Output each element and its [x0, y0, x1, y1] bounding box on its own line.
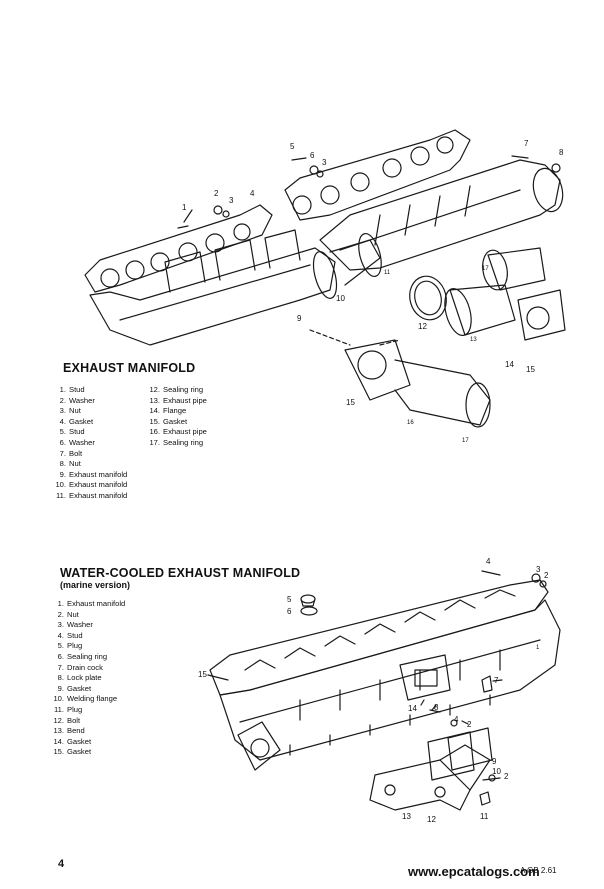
front-manifold-pipe	[89, 247, 336, 346]
callout-b8: 8	[434, 703, 439, 712]
list-item: 1.Exhaust manifold	[57, 599, 126, 608]
callout-6: 6	[310, 151, 315, 160]
callout-9: 9	[297, 314, 302, 323]
list-item: 10.Exhaust manifold	[55, 480, 128, 490]
manifold-body	[219, 599, 561, 761]
parts-list-exhaust-right: 12.Sealing ring 13.Exhaust pipe 14.Flang…	[146, 385, 207, 449]
callout-7: 7	[524, 139, 529, 148]
list-item: 11.Plug	[54, 704, 83, 714]
list-item: 5.Stud	[59, 427, 85, 437]
list-item: 1.Stud	[59, 385, 85, 394]
callout-b9: 9	[492, 757, 497, 766]
callout-b11: 11	[480, 812, 489, 821]
callout-17: 17	[482, 266, 489, 272]
bend-13	[369, 759, 471, 811]
callout-13: 13	[470, 337, 477, 343]
list-item: 7.Bolt	[59, 448, 83, 458]
section-subtitle-marine: (marine version)	[60, 580, 131, 590]
callout-b4: 4	[486, 557, 491, 566]
callout-b14: 14	[408, 704, 417, 713]
callout-14: 14	[505, 360, 514, 369]
exhaust-manifold-diagram	[84, 129, 566, 428]
callout-b6: 6	[287, 607, 292, 616]
list-item: 15.Gasket	[53, 747, 92, 757]
list-item: 9.Exhaust manifold	[59, 469, 128, 479]
list-item: 4.Stud	[57, 630, 83, 640]
sealing-ring-17	[487, 247, 546, 291]
callout-b12: 12	[427, 815, 436, 824]
callout-b5: 5	[287, 595, 292, 604]
plug-5	[300, 594, 316, 604]
callout-b2b: 2	[467, 720, 472, 729]
callout-5: 5	[290, 142, 295, 151]
list-item: 10.Welding flange	[53, 694, 118, 704]
list-item: 16.Exhaust pipe	[149, 427, 207, 437]
callout-11: 11	[384, 270, 391, 276]
callout-b4b: 4	[454, 715, 459, 724]
list-item: 12.Sealing ring	[149, 385, 204, 394]
callout-10: 10	[336, 294, 345, 303]
callout-16: 16	[407, 420, 414, 426]
front-manifold-flange	[84, 204, 273, 293]
callout-1: 1	[182, 203, 187, 212]
list-item: 17.Sealing ring	[149, 437, 204, 447]
callout-b15: 15	[198, 670, 207, 679]
list-item: 2.Washer	[59, 395, 95, 405]
callout-b3: 3	[536, 565, 541, 574]
callout-b2: 2	[544, 571, 549, 580]
callout-15b: 15	[346, 398, 355, 407]
list-item: 13.Bend	[53, 726, 85, 736]
list-item: 4.Gasket	[59, 416, 94, 426]
list-item: 5.Plug	[57, 641, 83, 651]
list-item: 9.Gasket	[57, 683, 92, 693]
callout-4: 4	[250, 189, 255, 198]
callout-b7: 7	[494, 676, 499, 685]
callout-8: 8	[559, 148, 564, 157]
callout-b2c: 2	[504, 772, 509, 781]
list-item: 7.Drain cock	[57, 662, 103, 672]
exhaust-pipe-16	[344, 339, 411, 401]
callout-3: 3	[229, 196, 234, 205]
parts-list-exhaust-left: 1.Stud 2.Washer 3.Nut 4.Gasket 5.Stud 6.…	[52, 385, 127, 502]
list-item: 3.Nut	[59, 406, 81, 416]
flange-14	[517, 289, 566, 341]
parts-list-water-cooled: 1.Exhaust manifold 2.Nut 3.Washer 4.Stud…	[50, 599, 125, 758]
callout-12: 12	[418, 322, 427, 331]
list-item: 6.Sealing ring	[57, 651, 108, 661]
exhaust-pipe-13	[449, 284, 516, 336]
list-item: 8.Nut	[59, 459, 81, 469]
list-item: 6.Washer	[59, 437, 95, 447]
callout-2: 2	[214, 189, 219, 198]
section-title-exhaust-manifold: EXHAUST MANIFOLD	[63, 361, 196, 375]
callout-17b: 17	[462, 438, 469, 444]
callout-b1: 1	[536, 645, 540, 651]
list-item: 14.Flange	[149, 406, 187, 416]
list-item: 13.Exhaust pipe	[149, 395, 207, 405]
section-title-water-cooled: WATER-COOLED EXHAUST MANIFOLD	[60, 566, 301, 580]
list-item: 15.Gasket	[149, 416, 188, 426]
list-item: 14.Gasket	[53, 736, 92, 746]
callout-15: 15	[526, 365, 535, 374]
document-code: A GB 2.61	[520, 866, 557, 875]
watermark-url: www.epcatalogs.com	[408, 864, 540, 879]
list-item: 2.Nut	[57, 609, 79, 619]
list-item: 3.Washer	[57, 620, 93, 630]
list-item: 12.Bolt	[53, 715, 81, 725]
callout-3b: 3	[322, 158, 327, 167]
sealing-ring-6	[300, 606, 318, 616]
sealing-ring-12	[409, 275, 447, 321]
callout-b13: 13	[402, 812, 411, 821]
callout-b10: 10	[492, 767, 501, 776]
page-number: 4	[58, 858, 65, 870]
list-item: 8.Lock plate	[57, 673, 102, 683]
rear-manifold-flange	[284, 129, 471, 221]
list-item: 11.Exhaust manifold	[56, 490, 128, 500]
